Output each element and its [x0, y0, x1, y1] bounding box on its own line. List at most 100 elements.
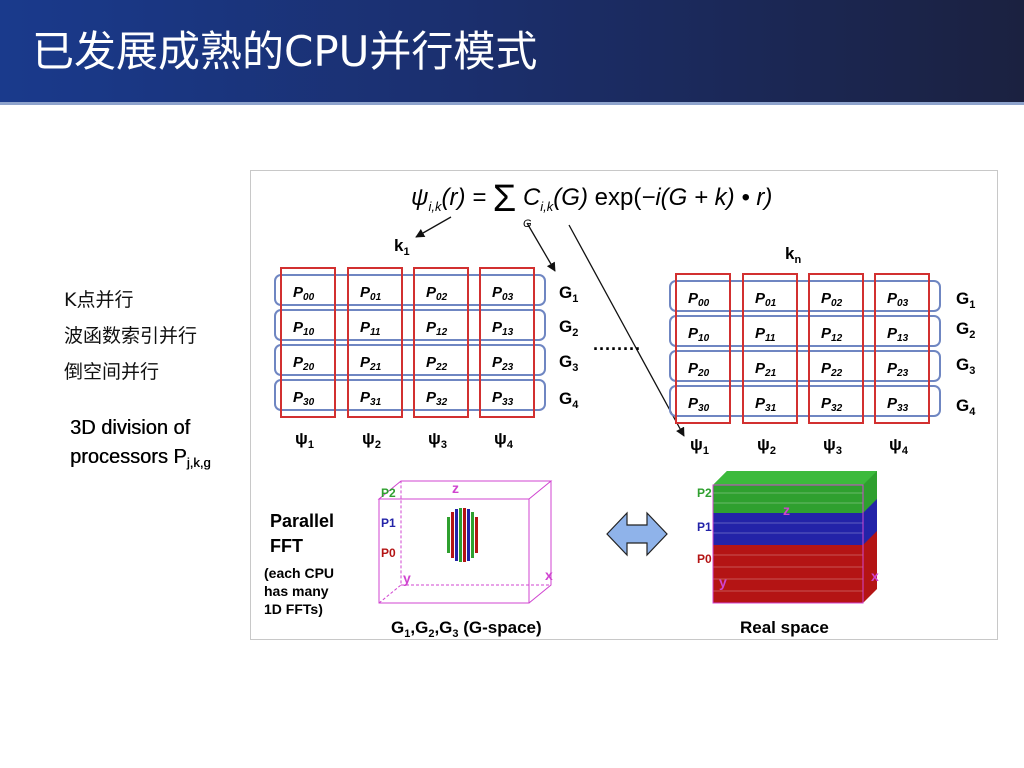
- axis-label-p2: P2: [381, 486, 396, 500]
- list-item-wavefunction: 波函数索引并行: [64, 325, 198, 347]
- psi-label: ψ4: [494, 429, 514, 451]
- fft-label-line-2: FFT: [270, 536, 303, 556]
- cell-label: P00: [293, 284, 315, 303]
- cell-label: P02: [426, 284, 448, 303]
- grid-row-frame: [669, 385, 941, 417]
- cell-label: P23: [887, 360, 909, 379]
- grid-column-frame: [675, 273, 731, 424]
- cell-label: P32: [821, 395, 843, 414]
- cell-label: P03: [887, 290, 909, 309]
- sphere-strip: [451, 512, 454, 558]
- g-space-cube: [377, 480, 553, 604]
- right-psi-labels: ψ1 ψ2 ψ3 ψ4: [690, 435, 909, 457]
- transform-double-arrow: [606, 511, 668, 557]
- grid-column-frame: [413, 267, 469, 418]
- grid-row-frame: [274, 309, 546, 341]
- axis-label-z: z: [783, 502, 790, 518]
- cell-label: P01: [360, 284, 382, 303]
- fft-note-line-3: 1D FFTs): [264, 601, 323, 617]
- g-label: G4: [559, 389, 579, 411]
- parallel-modes-list: K点并行 波函数索引并行 倒空间并行: [64, 282, 197, 390]
- grid-column-frame: [874, 273, 930, 424]
- fft-label-line-1: Parallel: [270, 511, 334, 531]
- slab-top: [713, 471, 877, 485]
- cell-label: P21: [360, 354, 382, 373]
- arrow-to-k1: [415, 216, 452, 238]
- grid-row-frame: [669, 315, 941, 347]
- left-psi-labels: ψ1 ψ2 ψ3 ψ4: [295, 429, 514, 451]
- list-item-reciprocal-space: 倒空间并行: [64, 361, 160, 383]
- grid-row-frame: [274, 274, 546, 306]
- g-label: G2: [956, 319, 975, 341]
- cell-label: P20: [293, 354, 315, 373]
- cell-label: P13: [492, 319, 514, 338]
- sphere-strip: [463, 508, 466, 562]
- axis-label-p1: P1: [697, 520, 712, 534]
- sphere-strip: [447, 517, 450, 553]
- axis-label-x: x: [545, 567, 553, 583]
- psi-label: ψ4: [889, 435, 909, 457]
- grid-column-frame: [347, 267, 403, 418]
- axis-label-x: x: [871, 568, 879, 584]
- axis-label-z: z: [452, 480, 459, 496]
- g-label: G1: [559, 283, 578, 305]
- g-label: G2: [559, 317, 578, 339]
- cell-label: P12: [426, 319, 448, 338]
- sphere-strip: [467, 509, 470, 561]
- cell-label: P02: [821, 290, 843, 309]
- note-subscript: j,k,g: [186, 455, 211, 470]
- axis-label-p0: P0: [381, 546, 396, 560]
- g-label: G3: [956, 355, 975, 377]
- formula: ψi,k(r) = Σ Ci,k(G) exp(−i(G + k) • r): [411, 178, 772, 220]
- fft-note-line-1: (each CPU: [264, 565, 334, 581]
- parallel-fft-figure: ψi,k(r) = Σ Ci,k(G) exp(−i(G + k) • r) G…: [250, 170, 998, 640]
- slab-hatching: [713, 492, 863, 592]
- sphere-strip: [459, 508, 462, 562]
- psi-label: ψ2: [757, 435, 776, 457]
- arrow-to-psi-right: [568, 224, 685, 437]
- cell-label: P11: [360, 319, 381, 338]
- g-space-caption: G1,G2,G3 (G-space): [391, 618, 542, 639]
- grid-column-frame: [280, 267, 336, 418]
- right-g-labels: G1 G2 G3 G4: [956, 289, 976, 418]
- continuation-dots: ········: [593, 339, 641, 359]
- cell-label: P23: [492, 354, 514, 373]
- right-processor-grid: [669, 273, 941, 424]
- cell-label: P11: [755, 325, 776, 344]
- axis-label-p2: P2: [697, 486, 712, 500]
- cell-label: P30: [688, 395, 710, 414]
- axis-label-y: y: [719, 574, 727, 590]
- axis-label-p1: P1: [381, 516, 396, 530]
- fft-note-line-2: has many: [264, 583, 329, 599]
- cell-label: P32: [426, 389, 448, 408]
- title-bar: [0, 0, 1024, 102]
- psi-label: ψ3: [428, 429, 447, 451]
- psi-label: ψ1: [295, 429, 314, 451]
- k1-label: k1: [394, 236, 410, 258]
- sphere-strip: [455, 509, 458, 561]
- arrow-to-g1: [526, 222, 556, 272]
- g-label: G3: [559, 352, 578, 374]
- g-space-sphere: [447, 508, 478, 562]
- grid-row-frame: [274, 344, 546, 376]
- psi-label: ψ2: [362, 429, 381, 451]
- axis-label-y: y: [403, 570, 411, 586]
- g-label: G4: [956, 396, 976, 418]
- cell-label: P01: [755, 290, 777, 309]
- title-underline: [0, 102, 1024, 105]
- left-g-labels: G1 G2 G3 G4: [559, 283, 579, 411]
- note-line-2: processors Pj,k,g: [70, 443, 211, 477]
- sphere-strip: [475, 517, 478, 553]
- kn-label: kn: [785, 244, 801, 266]
- axis-label-p0: P0: [697, 552, 712, 566]
- cell-label: P12: [821, 325, 843, 344]
- grid-row-frame: [669, 280, 941, 312]
- fft-text-block: Parallel FFT (each CPU has many 1D FFTs): [264, 511, 334, 617]
- left-processor-grid: [274, 267, 546, 418]
- cell-label: P30: [293, 389, 315, 408]
- real-space-axis-labels: P2 P1 P0 z x y: [697, 486, 879, 590]
- cell-label: P22: [426, 354, 448, 373]
- cell-label: P00: [688, 290, 710, 309]
- cell-label: P31: [755, 395, 777, 414]
- g-space-axis-labels: P2 P1 P0 z x y: [381, 480, 553, 586]
